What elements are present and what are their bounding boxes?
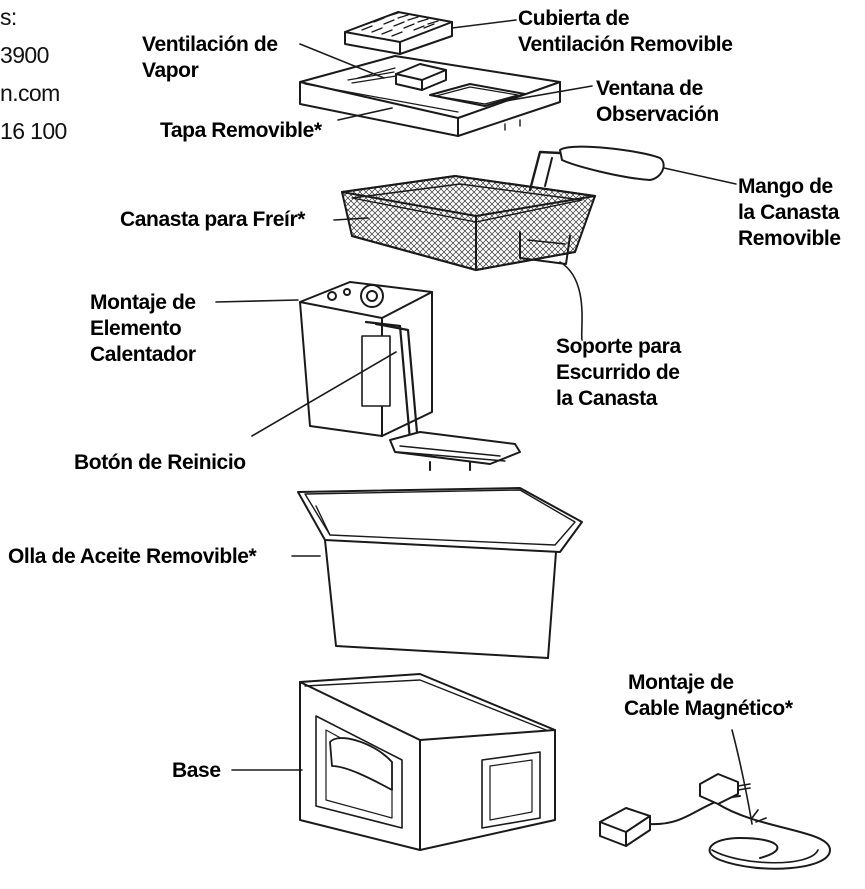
label-oil-pot-line1: Olla de Aceite Removible*	[8, 545, 257, 568]
label-base: Base	[172, 758, 221, 784]
label-reset-button: Botón de Reinicio	[74, 450, 246, 476]
label-vent-cover: Cubierta de Ventilación Removible	[518, 6, 733, 58]
label-drain-line3: la Canasta	[556, 387, 658, 410]
label-basket: Canasta para Freír*	[120, 207, 305, 233]
label-steam-vent-line1: Ventilación de	[142, 33, 278, 56]
label-cord-line1: Montaje de	[628, 671, 734, 694]
label-handle-line3: Removible	[738, 227, 841, 250]
oil-pot-part	[297, 487, 583, 659]
label-magnetic-cord: Montaje de Cable Magnético*	[624, 670, 793, 722]
partial-line-3: n.com	[0, 80, 60, 106]
partial-line-2: 3900	[0, 42, 49, 68]
label-heating-element: Montaje de Elemento Calentador	[90, 290, 196, 368]
base-part	[299, 673, 556, 851]
vent-cover-part	[344, 11, 453, 55]
label-drain-bracket: Soporte para Escurrido de la Canasta	[556, 334, 681, 412]
label-base-line1: Base	[172, 759, 221, 782]
partial-contact-text: s: 3900 n.com 16 100	[0, 0, 67, 150]
label-element-line1: Montaje de	[90, 291, 196, 314]
label-reset-line1: Botón de Reinicio	[74, 451, 246, 474]
label-element-line3: Calentador	[90, 343, 196, 366]
label-handle-line1: Mango de	[738, 175, 833, 198]
label-vent-cover-line2: Ventilación Removible	[518, 33, 733, 56]
label-element-line2: Elemento	[90, 317, 182, 340]
label-oil-pot: Olla de Aceite Removible*	[8, 544, 257, 570]
partial-line-4: 16 100	[0, 118, 67, 144]
leader-lines	[215, 19, 753, 825]
label-basket-handle: Mango de la Canasta Removible	[738, 174, 841, 252]
label-observation-window: Ventana de Observación	[596, 76, 719, 128]
label-window-line1: Ventana de	[596, 77, 703, 100]
magnetic-cord-part	[599, 773, 831, 870]
label-lid-line1: Tapa Removible*	[160, 119, 322, 142]
label-basket-line1: Canasta para Freír*	[120, 208, 305, 231]
label-lid: Tapa Removible*	[160, 118, 322, 144]
label-steam-vent-line2: Vapor	[142, 59, 199, 82]
label-vent-cover-line1: Cubierta de	[518, 7, 630, 30]
label-steam-vent: Ventilación de Vapor	[142, 32, 278, 84]
partial-line-1: s:	[0, 4, 17, 30]
heating-element-part	[299, 281, 521, 471]
label-window-line2: Observación	[596, 103, 719, 126]
label-drain-line1: Soporte para	[556, 335, 681, 358]
lid-part	[299, 55, 561, 137]
label-drain-line2: Escurrido de	[556, 361, 680, 384]
fry-basket-part	[341, 145, 665, 271]
label-handle-line2: la Canasta	[738, 201, 840, 224]
label-cord-line2: Cable Magnético*	[624, 697, 793, 720]
